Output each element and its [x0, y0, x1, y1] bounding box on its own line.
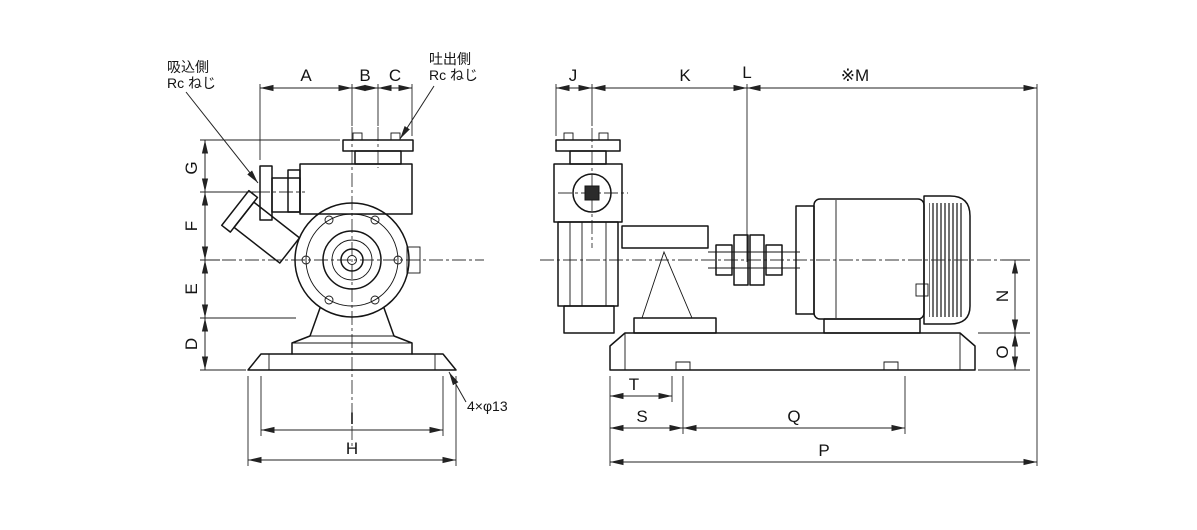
- pump-side: [553, 132, 623, 334]
- base-plate-front: [247, 353, 457, 371]
- discharge-annotation: 吐出側 Rc ねじ: [399, 51, 478, 140]
- coupling: [715, 234, 783, 286]
- dim-label-s: S: [636, 407, 647, 426]
- dim-label-c: C: [389, 66, 401, 85]
- discharge-label-line2: Rc ねじ: [429, 67, 478, 83]
- dim-label-d: D: [182, 338, 201, 350]
- suction-annotation: 吸込側 Rc ねじ: [167, 59, 259, 184]
- suction-nozzle: [220, 165, 301, 264]
- base-hole-annotation: 4×φ13: [448, 371, 508, 414]
- dim-label-o: O: [993, 345, 1012, 358]
- dim-label-m: ※M: [841, 66, 869, 85]
- side-reference-lines: [746, 84, 1038, 466]
- bearing-bracket: [621, 225, 717, 334]
- side-view: J K L ※M N O T S Q P: [540, 63, 1038, 466]
- base-plate-side: [609, 332, 976, 371]
- front-dimension-lines: [201, 84, 456, 464]
- dim-label-n: N: [993, 290, 1012, 302]
- dim-label-b: B: [359, 66, 370, 85]
- discharge-label-line1: 吐出側: [429, 51, 471, 67]
- dim-label-k: K: [679, 66, 691, 85]
- side-dimension-lines: [556, 84, 1037, 466]
- dim-label-i: I: [350, 409, 355, 428]
- suction-label-line1: 吸込側: [167, 59, 209, 75]
- base-hole-label: 4×φ13: [467, 398, 508, 414]
- shaft: [708, 251, 800, 269]
- front-view: A B C G F E D I H 吸込側 Rc ねじ 吐出側 Rc ねじ 4×…: [167, 51, 508, 466]
- side-extension-lines: [555, 84, 1030, 466]
- dim-label-g: G: [182, 161, 201, 174]
- suction-label-line2: Rc ねじ: [167, 75, 216, 91]
- pedestal: [291, 307, 413, 355]
- dim-label-f: F: [182, 221, 201, 231]
- dim-label-q: Q: [787, 407, 800, 426]
- dim-label-p: P: [818, 441, 829, 460]
- dim-label-t: T: [629, 375, 639, 394]
- upper-casing: [287, 163, 413, 215]
- dim-label-e: E: [182, 283, 201, 294]
- dim-label-j: J: [569, 66, 578, 85]
- motor: [795, 195, 971, 334]
- fan-cover-fins: [929, 203, 963, 317]
- dim-label-h: H: [346, 439, 358, 458]
- dim-label-l: L: [742, 63, 751, 82]
- pump-casing: [294, 202, 421, 318]
- dim-label-a: A: [300, 66, 312, 85]
- front-extension-lines: [200, 84, 457, 466]
